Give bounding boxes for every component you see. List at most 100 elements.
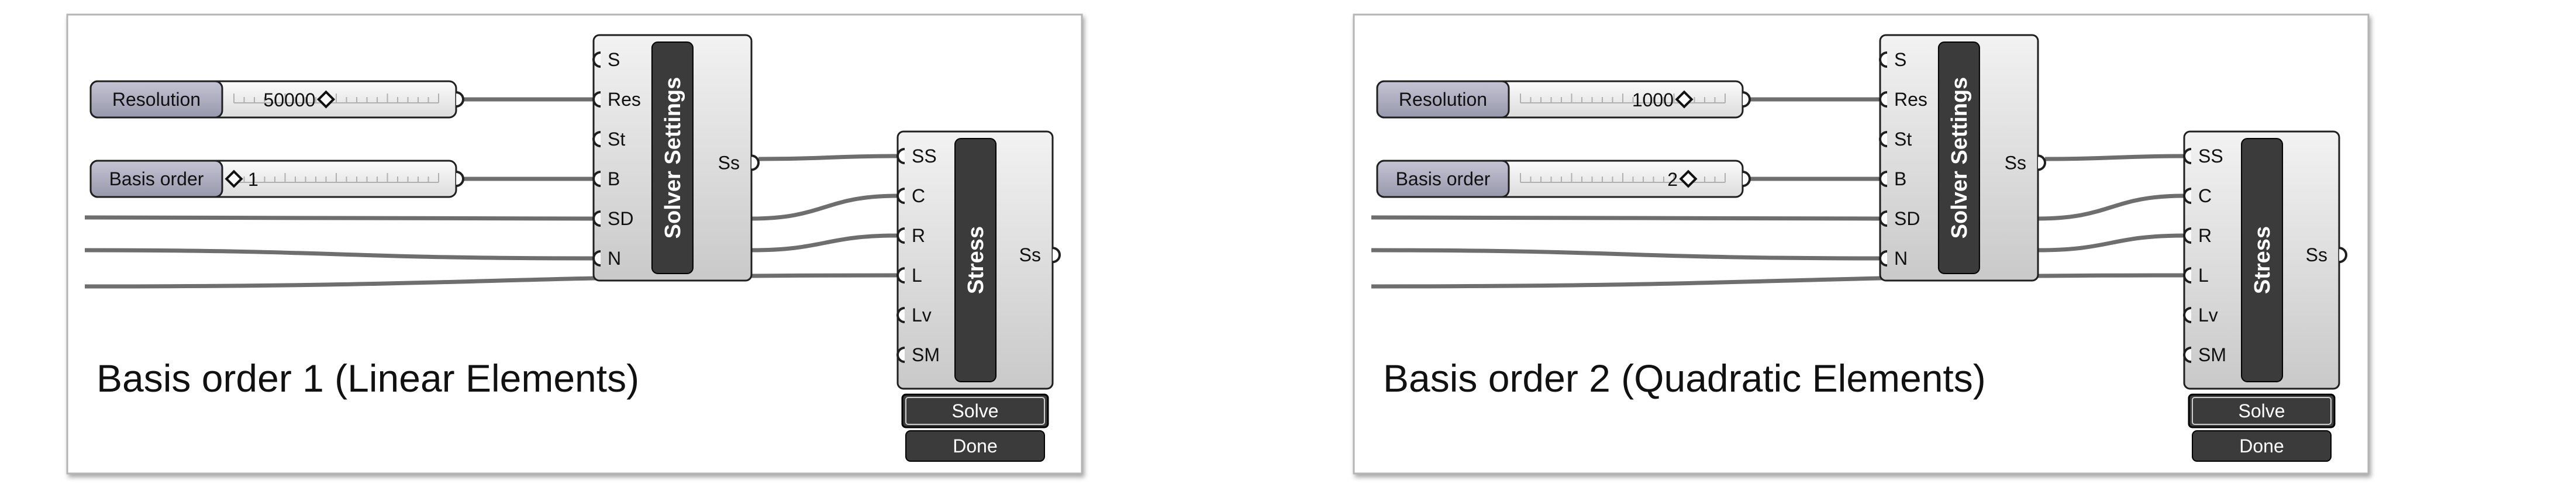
input-label: S [608, 49, 620, 70]
input-port-b[interactable] [1879, 171, 1888, 187]
input-port-res[interactable] [592, 91, 601, 108]
output-port-ss[interactable] [1052, 247, 1061, 264]
output-port-ss[interactable] [2037, 154, 2046, 171]
input-port-c[interactable] [896, 188, 905, 204]
input-port-sm[interactable] [2183, 347, 2192, 363]
input-port-n[interactable] [592, 250, 601, 267]
output-port-ss[interactable] [2339, 247, 2347, 264]
input-port-lv[interactable] [2183, 307, 2192, 323]
input-label: L [2198, 265, 2209, 286]
input-port-r[interactable] [896, 227, 905, 244]
input-port-l[interactable] [2183, 267, 2192, 283]
input-port-ss[interactable] [2183, 148, 2192, 164]
slider-value: 1000 [1632, 89, 1674, 110]
status-text: Done [2239, 435, 2284, 457]
input-port-sd[interactable] [592, 210, 601, 227]
input-port-s[interactable] [1879, 51, 1888, 68]
wire [2044, 154, 2185, 161]
slider-output-port[interactable] [456, 91, 464, 108]
input-port-s[interactable] [592, 51, 601, 68]
number-slider[interactable]: Basis order 2 [1376, 160, 1751, 198]
slider-output-port[interactable] [456, 171, 464, 187]
solve-button-label: Solve [951, 400, 998, 421]
input-port-st[interactable] [592, 131, 601, 147]
wire [758, 154, 898, 161]
panel-caption: Basis order 1 (Linear Elements) [96, 357, 639, 400]
stress-title-bar [2241, 138, 2284, 382]
status-badge [2192, 430, 2332, 462]
input-label: SD [608, 208, 633, 229]
solve-button[interactable] [2188, 393, 2336, 428]
solve-button[interactable] [901, 393, 1049, 428]
input-label: B [608, 168, 620, 189]
input-label: Res [1894, 89, 1927, 110]
input-port-res[interactable] [1879, 91, 1888, 108]
output-port-ss[interactable] [751, 154, 760, 171]
slider-grip[interactable] [1679, 170, 1698, 188]
wire [84, 248, 594, 261]
stress-title: Stress [964, 226, 988, 294]
wire [751, 193, 898, 221]
input-port-sm[interactable] [896, 347, 905, 363]
input-port-lv[interactable] [896, 307, 905, 323]
slider-grip[interactable] [225, 170, 243, 188]
solve-button-inner [2192, 397, 2332, 425]
slider-label: Basis order [1396, 168, 1491, 189]
input-label: St [608, 129, 625, 150]
slider-output-port[interactable] [1742, 91, 1751, 108]
slider-value: 1 [248, 169, 258, 190]
input-label: SS [912, 146, 937, 167]
number-slider[interactable]: Basis order 1 [89, 160, 464, 198]
slider-label-box [89, 160, 223, 198]
slider-label: Resolution [112, 89, 201, 110]
solver-settings-title-bar [651, 42, 694, 274]
wire [84, 215, 594, 221]
input-port-n[interactable] [1879, 250, 1888, 267]
input-port-st[interactable] [1879, 131, 1888, 147]
wire [2037, 233, 2185, 253]
slider-grip[interactable] [1675, 90, 1694, 109]
output-label: Ss [1019, 244, 1041, 265]
panel-caption: Basis order 2 (Quadratic Elements) [1383, 357, 1986, 400]
input-port-sd[interactable] [1879, 210, 1888, 227]
output-label: Ss [718, 152, 740, 173]
input-label: N [608, 248, 621, 269]
input-port-ss[interactable] [896, 148, 905, 164]
wire [2037, 193, 2185, 221]
input-port-r[interactable] [2183, 227, 2192, 244]
input-label: S [1894, 49, 1906, 70]
input-label: C [2198, 185, 2212, 206]
slider-label: Resolution [1399, 89, 1487, 110]
solver-settings-title: Solver Settings [661, 77, 685, 239]
number-slider[interactable]: Resolution 1000 [1376, 80, 1751, 119]
output-label: Ss [2306, 244, 2327, 265]
status-badge [905, 430, 1045, 462]
input-label: C [912, 185, 925, 206]
stress-title-bar [954, 138, 997, 382]
wire [751, 233, 898, 253]
slider-label-box [89, 80, 223, 119]
input-label: R [912, 225, 925, 246]
input-label: St [1894, 129, 1912, 150]
input-label: B [1894, 168, 1906, 189]
input-port-l[interactable] [896, 267, 905, 283]
stress-title: Stress [2250, 226, 2275, 294]
input-label: Lv [2198, 305, 2218, 326]
slider-label: Basis order [109, 168, 204, 189]
input-port-c[interactable] [2183, 188, 2192, 204]
input-label: SM [2198, 344, 2226, 365]
input-label: SM [912, 344, 940, 365]
output-label: Ss [2005, 152, 2026, 173]
slider-label-box [1376, 160, 1510, 198]
slider-value: 2 [1667, 169, 1678, 190]
input-label: SD [1894, 208, 1920, 229]
slider-grip[interactable] [316, 90, 336, 109]
input-port-b[interactable] [592, 171, 601, 187]
slider-output-port[interactable] [1742, 171, 1751, 187]
